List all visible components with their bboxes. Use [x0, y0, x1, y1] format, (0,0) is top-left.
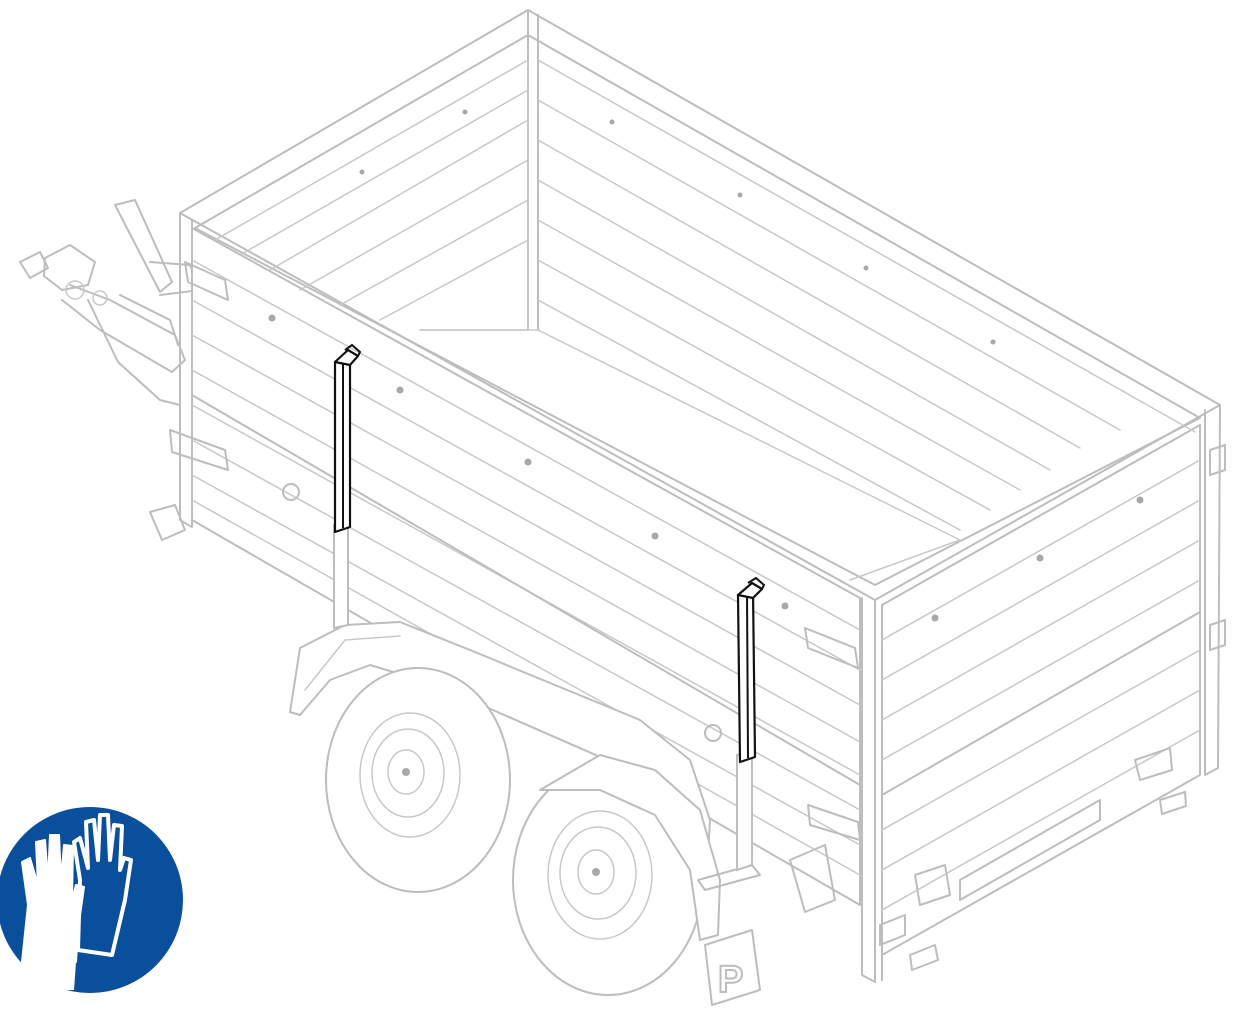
mud-flap	[704, 929, 761, 1006]
brand-logo-letter: P	[718, 959, 743, 1001]
drawbar-coupling	[19, 199, 201, 541]
front-stake-post	[333, 343, 362, 630]
rear-stake-post	[736, 576, 766, 872]
fender-and-wheels: P	[289, 621, 836, 1006]
protective-gloves-icon	[21, 813, 133, 990]
protective-gloves-sign	[0, 807, 183, 993]
trailer-body	[169, 9, 1226, 983]
